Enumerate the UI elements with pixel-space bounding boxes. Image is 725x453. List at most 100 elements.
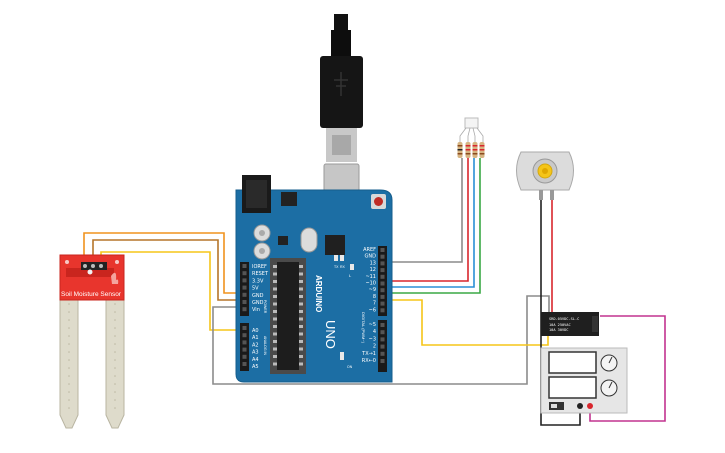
psu-terminal-negative[interactable] — [577, 403, 583, 409]
wire-blue-led[interactable] — [384, 158, 475, 288]
chip-pin — [299, 347, 303, 351]
header-holes — [242, 248, 385, 366]
sensor-board[interactable] — [59, 254, 125, 301]
usb-plug-inner — [332, 135, 351, 155]
chip-pin — [299, 287, 303, 291]
prong-dot — [68, 367, 70, 369]
relay-pins — [592, 316, 598, 332]
prong-dot — [114, 367, 116, 369]
chip-pin — [273, 340, 277, 343]
header-hole — [242, 333, 247, 338]
analog-pin-label-2: A2 — [252, 342, 259, 348]
header-hole — [242, 292, 247, 297]
power-pin-label-5: GND — [252, 300, 264, 306]
chip-pin — [273, 332, 277, 336]
header-hole — [380, 254, 385, 259]
rx-led — [340, 255, 344, 261]
motor-terminal-2 — [550, 190, 554, 200]
power-pin-label-4: GND — [252, 293, 264, 299]
header-hole — [242, 340, 247, 345]
rgb-led-body[interactable] — [464, 117, 479, 129]
header-hole — [380, 351, 385, 356]
chip-pin — [273, 272, 277, 276]
prong-dot — [68, 407, 70, 409]
chip-pin — [299, 295, 303, 298]
header-hole — [380, 274, 385, 279]
resistor-1[interactable] — [457, 142, 463, 158]
prong-dot — [114, 391, 116, 393]
header-hole — [242, 264, 247, 268]
digital-pin-label-4: ~11 — [365, 274, 376, 280]
chip-pin — [273, 347, 277, 351]
prong-dot — [114, 319, 116, 321]
chip-pin — [299, 302, 303, 306]
psu-terminal-positive[interactable] — [587, 403, 593, 409]
analog-pin-label-3: A3 — [252, 350, 259, 356]
on-led — [340, 352, 344, 360]
header-hole — [380, 281, 385, 286]
analog-pin-label-1: A1 — [252, 335, 259, 341]
sensor-led — [87, 269, 93, 275]
digital-pin-label-10: ~5 — [369, 322, 376, 328]
usb-cable-neck — [331, 30, 351, 56]
usb-cable-strain — [334, 14, 348, 30]
prong-dot — [114, 359, 116, 361]
crystal — [300, 227, 318, 253]
digital-pin-label-9: ~6 — [369, 307, 376, 313]
prong-dot — [68, 343, 70, 345]
reset-button[interactable] — [374, 197, 383, 206]
wire-red-led[interactable] — [384, 158, 469, 282]
header-hole — [242, 354, 247, 359]
chip-pin — [299, 310, 303, 313]
tx-label: TX — [334, 265, 339, 269]
relay-body[interactable] — [541, 312, 599, 336]
prong-dot — [68, 311, 70, 313]
chip-pin — [299, 362, 303, 366]
resistor-4[interactable] — [479, 142, 485, 158]
power-header-label: POWER — [263, 300, 267, 314]
wire-brown-gnd[interactable] — [92, 239, 246, 301]
prong-dot — [68, 303, 70, 305]
digital-pin-label-12: ~3 — [369, 336, 376, 342]
prong-dot — [68, 383, 70, 385]
prong-dot — [114, 303, 116, 305]
wire-green-led[interactable] — [384, 158, 481, 294]
header-hole — [242, 326, 247, 330]
chip-pin — [273, 325, 277, 328]
power-pin-label-2: 3.3V — [252, 278, 264, 284]
wire-gray-led-gnd[interactable] — [384, 158, 463, 263]
wire-yellow-relay[interactable] — [384, 299, 549, 346]
relay-line3: 10A 30VDC — [549, 328, 568, 332]
sensor-pin-gnd — [91, 264, 95, 268]
resistor-3[interactable] — [472, 142, 478, 158]
sensor-logo-icon — [111, 272, 119, 284]
dc-jack-inner — [246, 180, 267, 208]
voltage-regulator — [281, 192, 297, 206]
dc-motor — [516, 151, 574, 200]
tx-led — [334, 255, 338, 261]
prong-dot — [68, 399, 70, 401]
header-hole — [380, 248, 385, 252]
psu-display-current — [548, 376, 597, 399]
power-pin-label-0: IOREF — [252, 264, 267, 270]
resistor-2[interactable] — [465, 142, 471, 158]
header-hole — [380, 359, 385, 363]
header-hole — [242, 362, 247, 366]
capacitor-1-top — [259, 230, 265, 236]
wire-orange-5v[interactable] — [83, 232, 246, 294]
sensor-hole-right — [115, 260, 119, 264]
prong-dot — [68, 319, 70, 321]
analog-pin-label-5: A5 — [252, 364, 259, 370]
wire-gray-gnd-loop[interactable] — [212, 295, 550, 385]
chip-pin — [273, 355, 277, 358]
digital-pin-label-3: 12 — [370, 267, 376, 273]
analog-header-label: ANALOG IN — [263, 336, 267, 356]
arduino-model: UNO — [323, 320, 338, 349]
rx-label: RX — [340, 265, 346, 269]
header-hole — [380, 323, 385, 327]
relay-module: SRD-05VDC-SL-C 10A 250VAC 10A 30VDC — [541, 312, 599, 336]
header-hole — [380, 261, 385, 266]
wire-magenta-psu[interactable] — [589, 315, 666, 422]
